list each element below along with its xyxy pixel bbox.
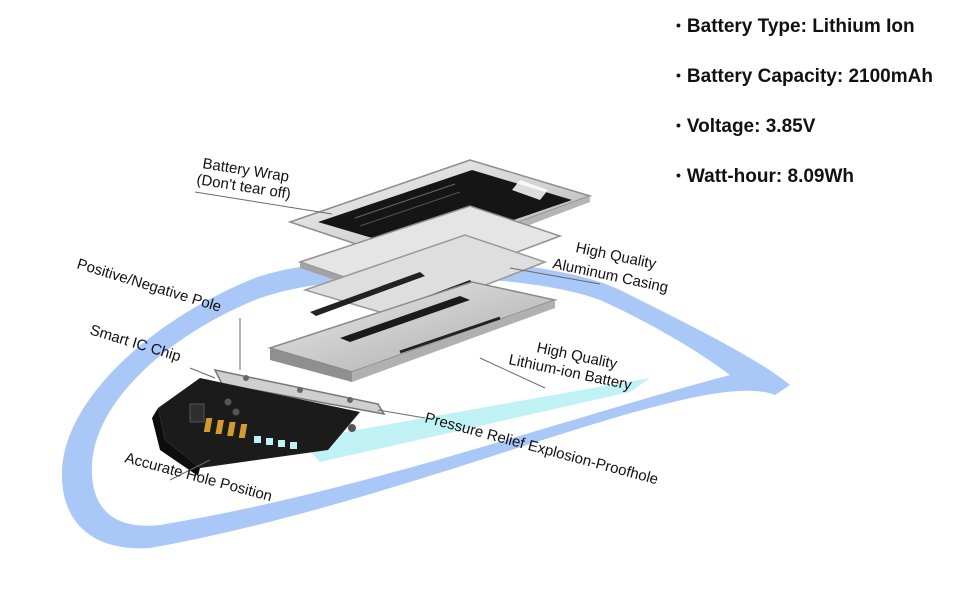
cyan-highlight-shape bbox=[300, 378, 650, 462]
leader-lines bbox=[169, 191, 601, 481]
pole-strip-part bbox=[213, 368, 386, 416]
smart-ic-chip-part bbox=[152, 378, 360, 476]
leader-lithium bbox=[479, 357, 546, 389]
spec-text: Watt-hour: 8.09Wh bbox=[686, 166, 855, 187]
leader-pressure bbox=[377, 409, 426, 419]
blue-swoosh-shape bbox=[61, 258, 790, 549]
leader-aluminum bbox=[509, 267, 601, 285]
bullet-icon: • bbox=[676, 17, 681, 33]
spec-battery-type: • Battery Type: Lithium Ion bbox=[676, 14, 966, 40]
lithium-cell-part bbox=[267, 281, 558, 382]
spec-text: Battery Type: Lithium Ion bbox=[686, 16, 915, 37]
spec-text: Voltage: 3.85V bbox=[686, 116, 816, 137]
leader-battery-wrap bbox=[194, 191, 333, 215]
bullet-icon: • bbox=[676, 117, 681, 133]
spec-watt-hour: • Watt-hour: 8.09Wh bbox=[676, 164, 966, 190]
pressure-relief-label: Pressure Relief Explosion-Proofhole bbox=[423, 409, 660, 488]
spec-list: • Battery Type: Lithium Ion • Battery Capa… bbox=[676, 14, 966, 214]
spec-battery-capacity: • Battery Capacity: 2100mAh bbox=[676, 64, 966, 90]
spec-text: Battery Capacity: 2100mAh bbox=[686, 66, 933, 87]
leader-hole bbox=[169, 459, 211, 481]
spec-voltage: • Voltage: 3.85V bbox=[676, 114, 966, 140]
leader-chip bbox=[189, 367, 216, 379]
bullet-icon: • bbox=[676, 167, 681, 183]
positive-negative-pole-label: Positive/Negative Pole bbox=[75, 256, 224, 316]
bullet-icon: • bbox=[676, 67, 681, 83]
